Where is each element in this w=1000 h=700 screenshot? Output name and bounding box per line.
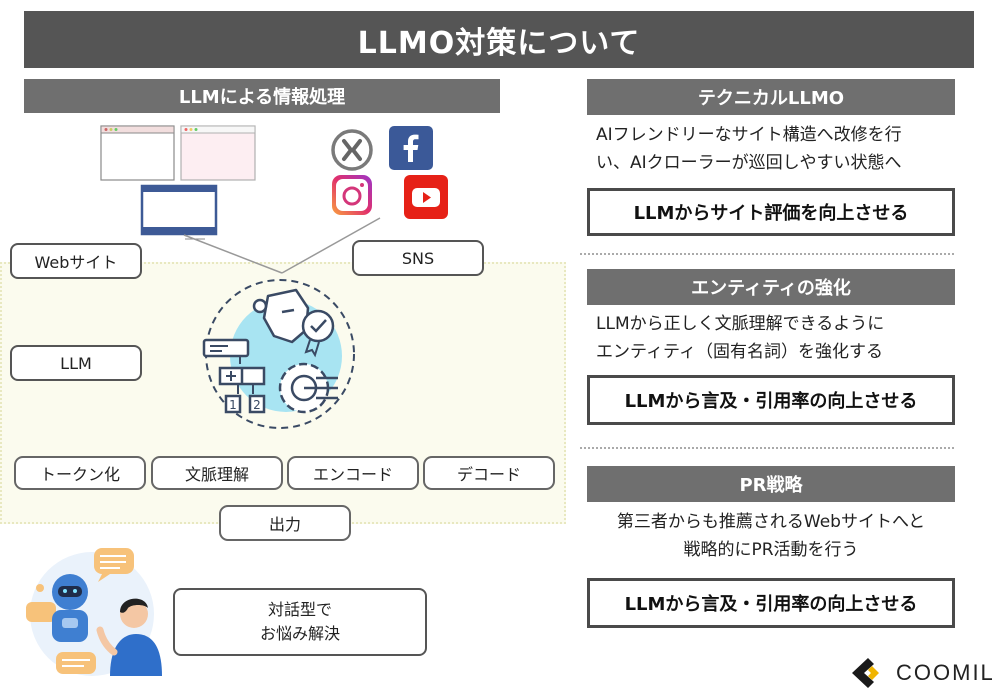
output-label: 出力 [219, 505, 351, 541]
left-section-header: LLMによる情報処理 [24, 79, 500, 113]
step-tokenize: トークン化 [14, 456, 146, 490]
pr-strategy-description: 第三者からも推薦されるWebサイトへと 戦略的にPR活動を行う [587, 508, 955, 564]
pr-strategy-desc-line1: 第三者からも推薦されるWebサイトへと [616, 512, 926, 532]
entity-description: LLMから正しく文脈理解できるように エンティティ（固有名詞）を強化する [596, 310, 956, 366]
step-encode: エンコード [287, 456, 419, 490]
pr-strategy-result: LLMから言及・引用率の向上させる [587, 578, 955, 628]
entity-header: エンティティの強化 [587, 269, 955, 305]
technical-llmo-header: テクニカルLLMO [587, 79, 955, 115]
coomil-logo-text: COOMIL [896, 660, 995, 685]
website-label: Webサイト [10, 243, 142, 279]
chat-robot-person-icon [26, 548, 162, 676]
coomil-logo-icon [852, 658, 879, 688]
coomil-logo: COOMIL [850, 655, 996, 691]
browser-windows-icon [100, 125, 256, 240]
pr-strategy-desc-line2: 戦略的にPR活動を行う [683, 540, 859, 560]
technical-llmo-description: AIフレンドリーなサイト構造へ改修を行 い、AIクローラーが巡回しやすい状態へ [596, 121, 956, 177]
ai-processing-icon: 1 2 [202, 279, 355, 429]
technical-llmo-result: LLMからサイト評価を向上させる [587, 188, 955, 236]
entity-desc-line2: エンティティ（固有名詞）を強化する [596, 342, 883, 362]
facebook-icon [389, 126, 433, 170]
chat-solution-box: 対話型で お悩み解決 [173, 588, 427, 656]
youtube-icon [404, 175, 448, 219]
llm-label: LLM [10, 345, 142, 381]
entity-result: LLMから言及・引用率の向上させる [587, 375, 955, 425]
technical-llmo-desc-line2: い、AIクローラーが巡回しやすい状態へ [596, 153, 902, 173]
sns-label: SNS [352, 240, 484, 276]
entity-desc-line1: LLMから正しく文脈理解できるように [596, 314, 885, 334]
divider-1 [580, 253, 954, 255]
pr-strategy-header: PR戦略 [587, 466, 955, 502]
svg-text:1: 1 [229, 398, 237, 412]
chat-label-line2: お悩み解決 [259, 624, 340, 643]
divider-2 [580, 447, 954, 449]
instagram-icon [332, 175, 372, 215]
page-title: LLMO対策について [24, 11, 974, 68]
chat-label-line1: 対話型で [267, 600, 332, 619]
svg-text:2: 2 [253, 398, 261, 412]
x-icon [331, 129, 373, 171]
step-decode: デコード [423, 456, 555, 490]
technical-llmo-desc-line1: AIフレンドリーなサイト構造へ改修を行 [596, 125, 902, 145]
step-context: 文脈理解 [151, 456, 283, 490]
